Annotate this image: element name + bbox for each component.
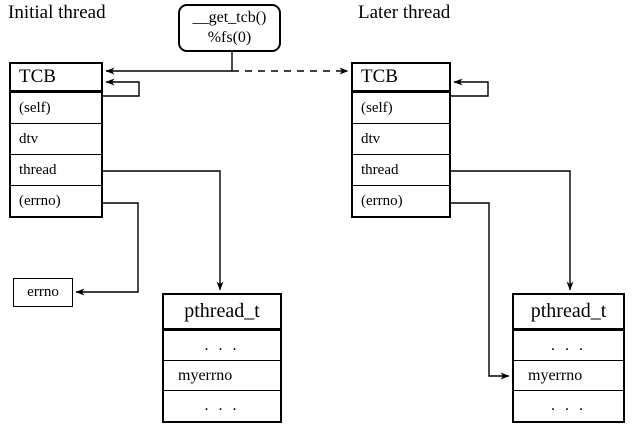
pthread-right-field-myerrno: myerrno — [514, 360, 623, 390]
pthread-right-header: pthread_t — [514, 295, 623, 330]
tcb-right-header: TCB — [353, 64, 449, 92]
pthread-left-field-dots-bottom: . . . — [164, 390, 280, 420]
errno-box: errno — [13, 278, 73, 307]
later-thread-title: Later thread — [358, 2, 451, 23]
pthread-left-header: pthread_t — [164, 295, 280, 330]
tcb-left-field-errno: (errno) — [11, 185, 101, 216]
tcb-left-struct: TCB (self) dtv thread (errno) — [9, 62, 103, 218]
initial-thread-title: Initial thread — [8, 2, 106, 23]
fs-register-label: %fs(0) — [207, 29, 252, 46]
pthread-left-field-myerrno: myerrno — [164, 360, 280, 390]
pthread-right-field-dots-bottom: . . . — [514, 390, 623, 420]
tcb-right-struct: TCB (self) dtv thread (errno) — [351, 62, 451, 218]
pthread-left-struct: pthread_t . . . myerrno . . . — [162, 293, 282, 423]
tcb-right-field-errno: (errno) — [353, 185, 449, 216]
tcb-left-header: TCB — [11, 64, 101, 92]
tcb-right-field-dtv: dtv — [353, 123, 449, 154]
tcb-left-field-self: (self) — [11, 92, 101, 123]
get-tcb-callout: __get_tcb() %fs(0) — [178, 4, 281, 52]
pthread-right-field-dots-top: . . . — [514, 330, 623, 360]
right-errno-pointer — [451, 202, 510, 380]
right-self-pointer-loop — [451, 78, 489, 97]
right-thread-pointer — [451, 170, 574, 291]
tcb-left-field-dtv: dtv — [11, 123, 101, 154]
pthread-left-field-dots-top: . . . — [164, 330, 280, 360]
left-thread-pointer — [103, 170, 224, 291]
tcb-left-field-thread: thread — [11, 154, 101, 185]
left-self-pointer-loop — [103, 78, 140, 97]
tcb-right-field-thread: thread — [353, 154, 449, 185]
tcb-right-field-self: (self) — [353, 92, 449, 123]
get-tcb-label: __get_tcb() — [192, 9, 267, 26]
errno-label: errno — [27, 284, 59, 300]
pthread-right-struct: pthread_t . . . myerrno . . . — [512, 293, 625, 423]
